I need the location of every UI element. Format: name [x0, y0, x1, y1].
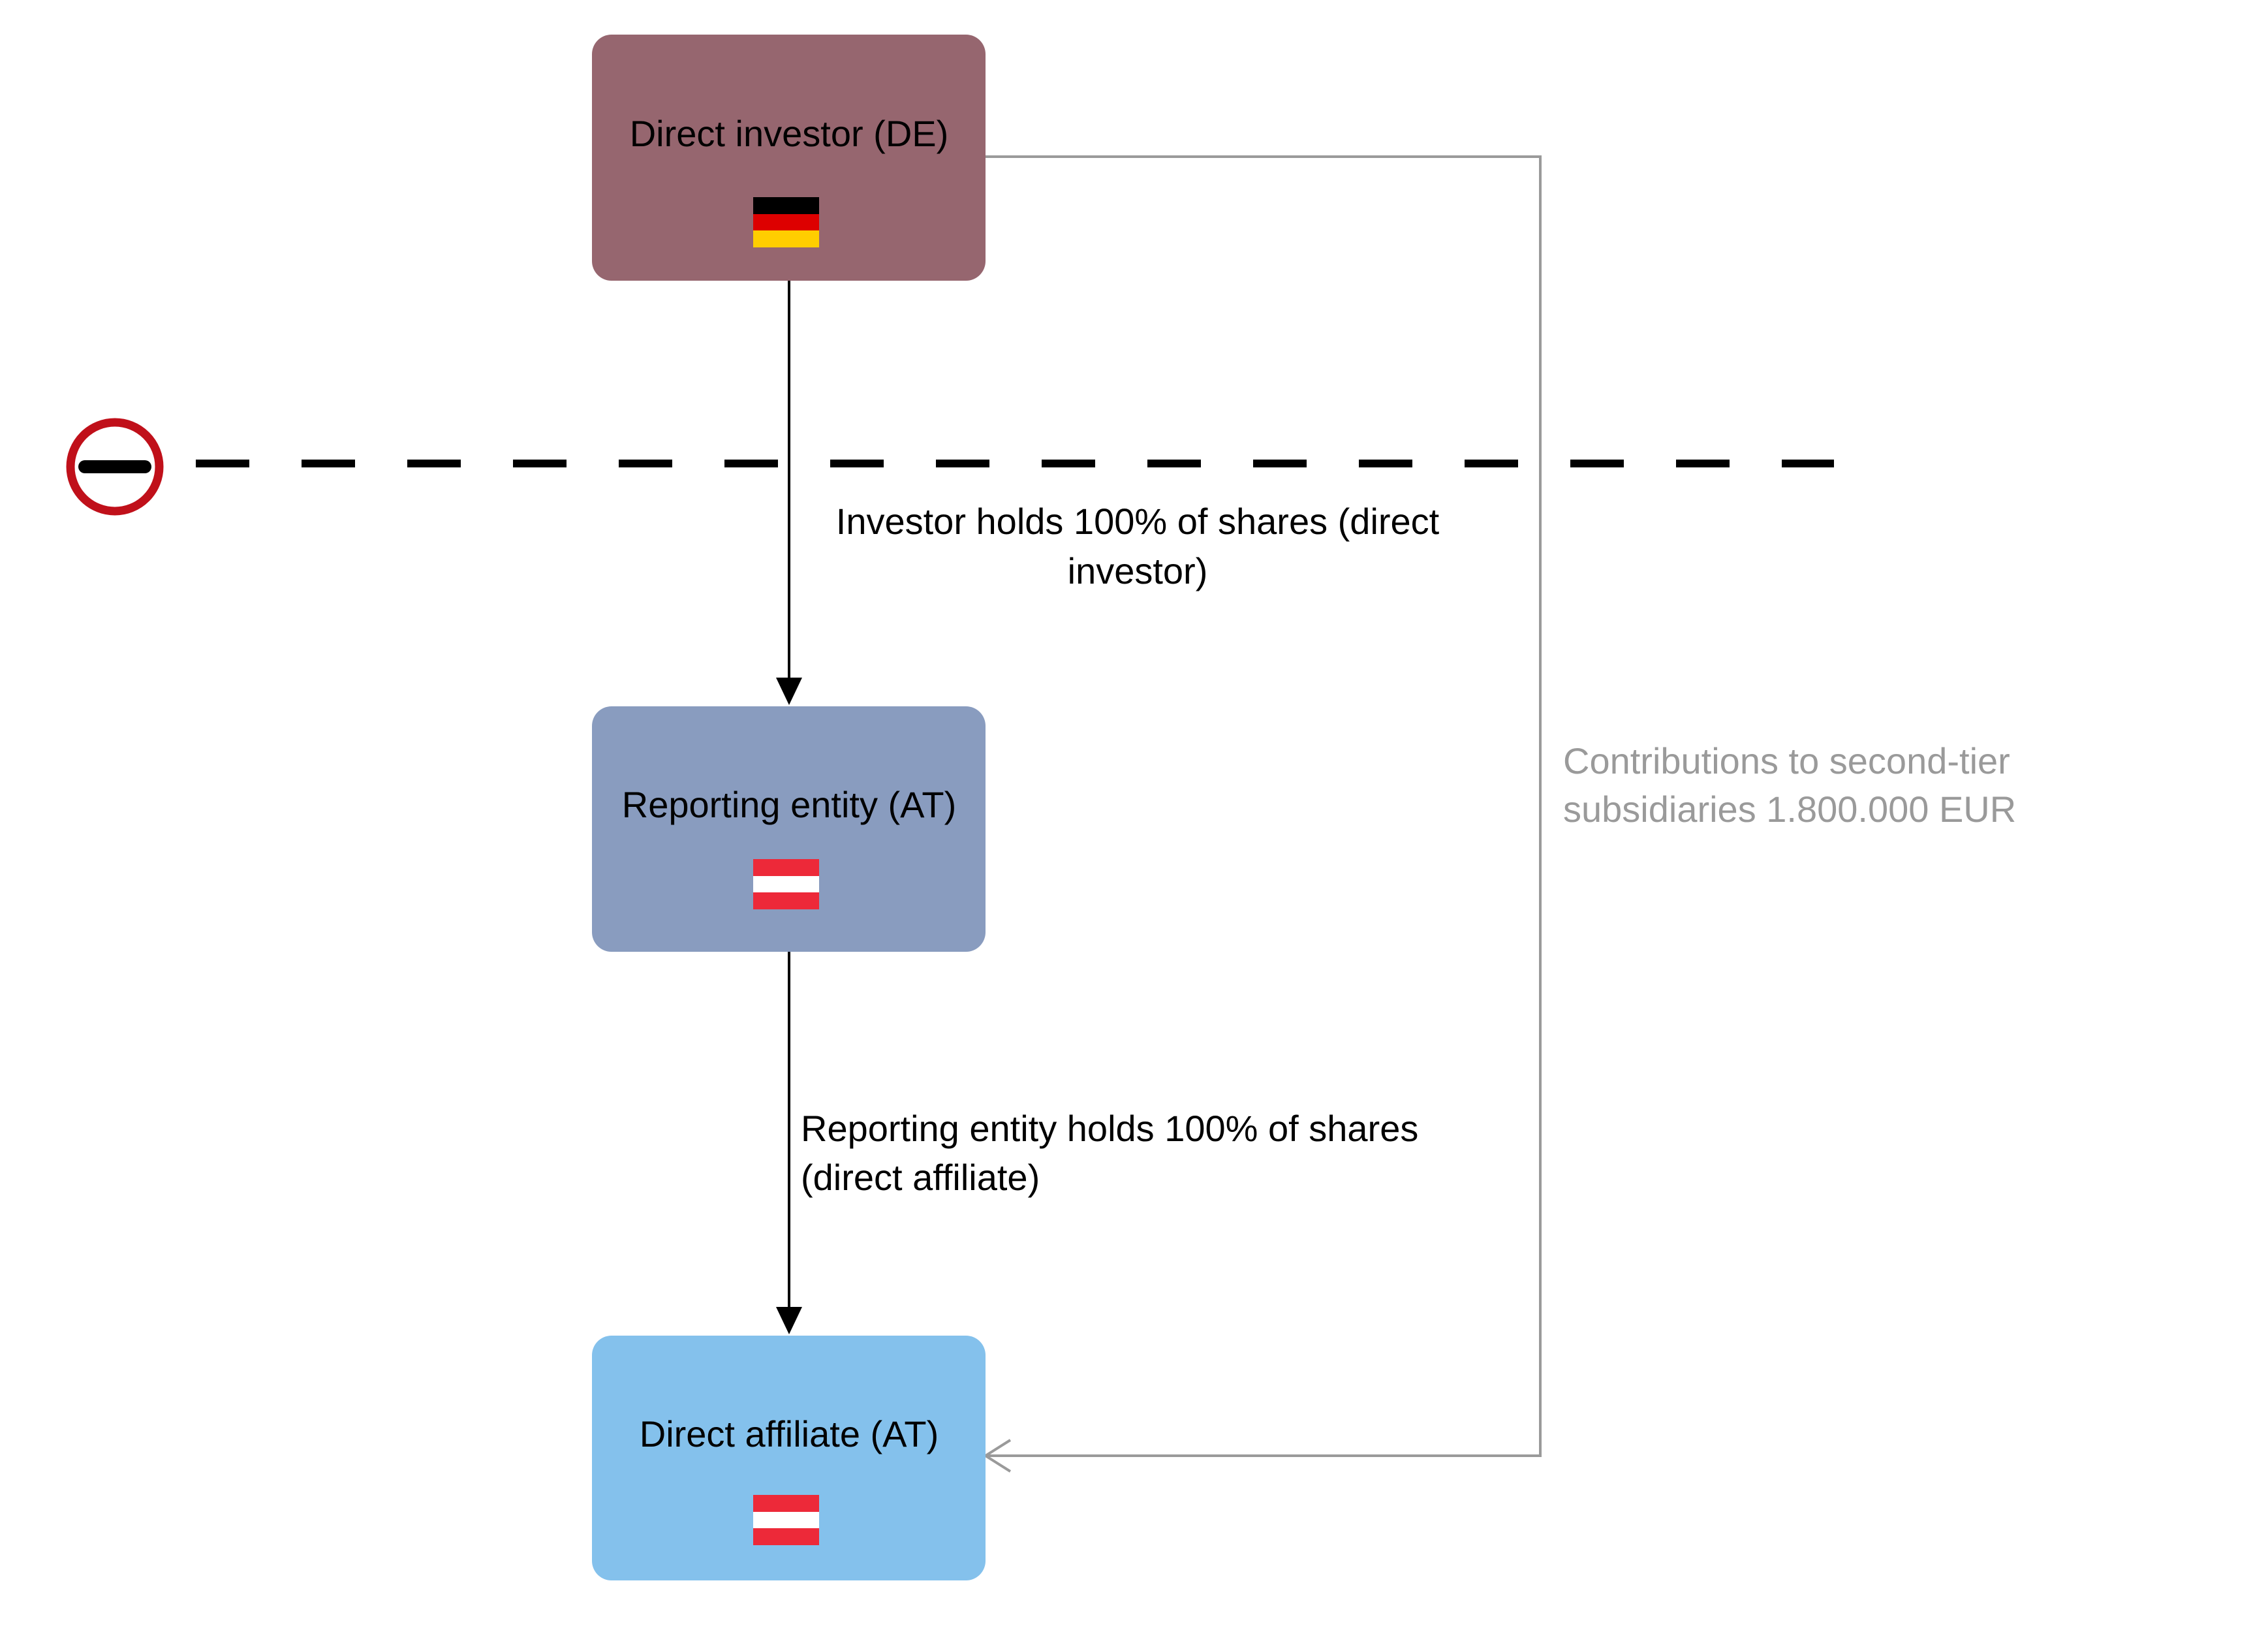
- edge-label-investor-to-affiliate: Contributions to second-tier subsidiarie…: [1563, 740, 2016, 830]
- node-reporting-entity-box: [592, 706, 986, 952]
- flag-austria-icon: [753, 1495, 819, 1545]
- flag-germany-icon: [753, 197, 819, 247]
- edge-label-line: Reporting entity holds 100% of shares: [801, 1108, 1418, 1149]
- edge-label-line: (direct affiliate): [801, 1157, 1040, 1198]
- edge-label-reporting-to-affiliate: Reporting entity holds 100% of shares (d…: [801, 1108, 1418, 1198]
- node-reporting-entity-label: Reporting entity (AT): [622, 784, 956, 825]
- node-direct-affiliate-box: [592, 1336, 986, 1580]
- no-entry-icon: [66, 418, 164, 516]
- flag-austria-icon: [753, 859, 819, 909]
- edge-investor-to-reporting: [776, 281, 802, 705]
- node-direct-investor-label: Direct investor (DE): [630, 113, 949, 154]
- edge-label-investor-to-reporting: Investor holds 100% of shares (direct in…: [836, 501, 1440, 591]
- node-direct-affiliate-label: Direct affiliate (AT): [640, 1413, 939, 1454]
- edge-label-line: subsidiaries 1.800.000 EUR: [1563, 789, 2016, 830]
- node-direct-investor-box: [592, 35, 986, 281]
- edge-label-line: Investor holds 100% of shares (direct: [836, 501, 1440, 542]
- node-reporting-entity: Reporting entity (AT): [592, 706, 986, 952]
- edge-investor-to-affiliate: [983, 155, 1542, 1473]
- node-direct-affiliate: Direct affiliate (AT): [592, 1336, 986, 1580]
- edge-reporting-to-affiliate: [776, 952, 802, 1334]
- edge-label-line: Contributions to second-tier: [1563, 740, 2010, 781]
- edge-label-line: investor): [1068, 550, 1208, 591]
- node-direct-investor: Direct investor (DE): [592, 35, 986, 281]
